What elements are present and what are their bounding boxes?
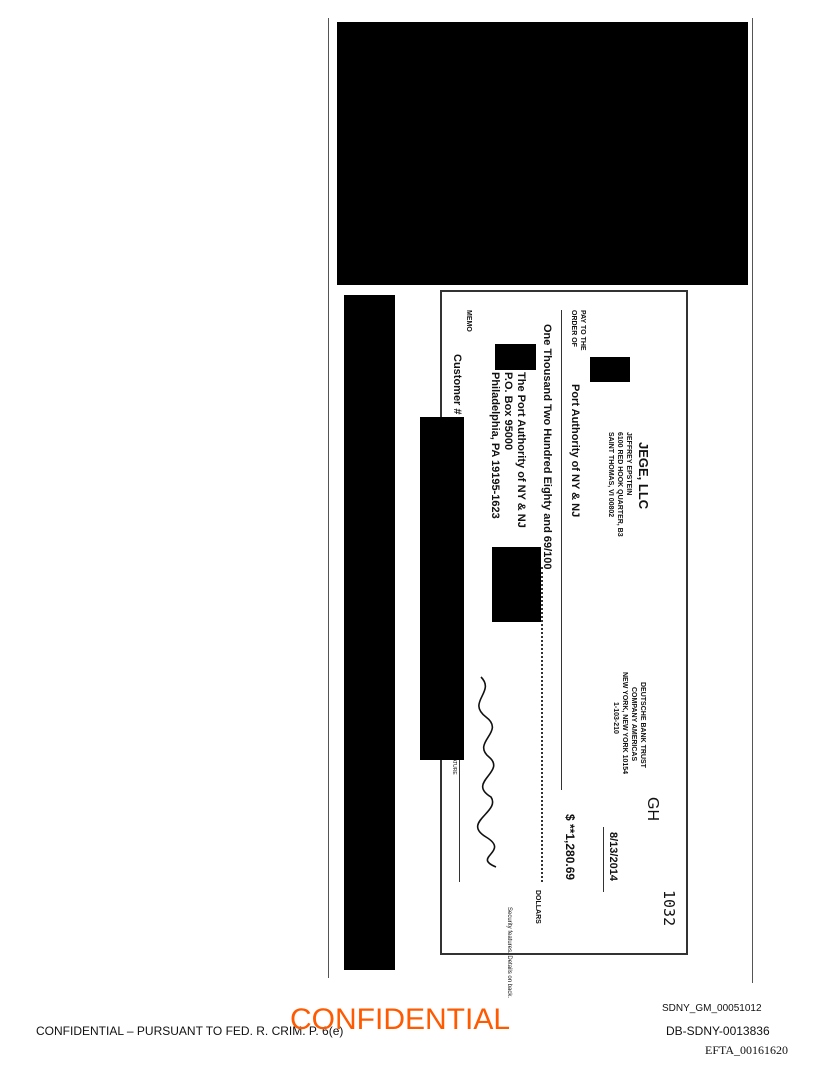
payee: Port Authority of NY & NJ [569, 384, 581, 518]
redaction [492, 547, 541, 622]
bank-line: DEUTSCHE BANK TRUST [639, 682, 646, 768]
redaction [495, 344, 536, 370]
payee-address-line: Philadelphia, PA 19195-1623 [489, 372, 501, 519]
initials: GH [644, 797, 661, 821]
payee-address-line: P.O. Box 95000 [502, 372, 514, 451]
company-address-line: 6100 RED HOOK QUARTER, B3 [616, 432, 623, 537]
memo-label: MEMO [465, 310, 472, 332]
bates-number: SDNY_GM_00051012 [662, 1003, 762, 1014]
amount-fill-line [541, 567, 543, 882]
date-line [603, 827, 604, 892]
confidential-stamp: CONFIDENTIAL [290, 1003, 511, 1036]
confidential-notice: CONFIDENTIAL – PURSUANT TO FED. R. CRIM.… [36, 1024, 344, 1038]
payee-address-line: The Port Authority of NY & NJ [515, 372, 527, 528]
bates-number: DB-SDNY-0013836 [666, 1024, 770, 1038]
redaction [420, 417, 464, 760]
security-note: Security features. Details on back. [506, 907, 512, 999]
pay-to-label: PAY TO THE [579, 310, 586, 351]
scan-edge-right [752, 18, 753, 983]
check-amount: $ **1,280.69 [563, 814, 577, 881]
check: JEGE, LLC JEFFREY EPSTEIN 6100 RED HOOK … [420, 290, 688, 998]
bank-line: 1-103-210 [612, 702, 619, 734]
efta-number: EFTA_00161620 [705, 1043, 789, 1057]
amount-words: One Thousand Two Hundred Eighty and 69/1… [541, 324, 553, 570]
memo-value: Customer # [451, 354, 463, 415]
check-number: 1032 [660, 890, 678, 927]
pay-to-label: ORDER OF [570, 310, 577, 347]
company-address-line: JEFFREY EPSTEIN [625, 432, 632, 496]
payee-line [561, 310, 562, 790]
bank-line: COMPANY AMERICAS [630, 687, 637, 762]
company-address-line: SAINT THOMAS, VI 00802 [607, 432, 614, 518]
company-name: JEGE, LLC [636, 442, 651, 510]
bank-line: NEW YORK, NEW YORK 10154 [621, 672, 628, 775]
redaction-left-bar [344, 295, 395, 970]
redaction-top [337, 22, 748, 285]
scan-edge-left [328, 18, 329, 978]
check-date: 8/13/2014 [607, 832, 619, 881]
signature [477, 676, 497, 868]
redaction [590, 357, 630, 382]
dollars-label: DOLLARS [534, 890, 541, 924]
